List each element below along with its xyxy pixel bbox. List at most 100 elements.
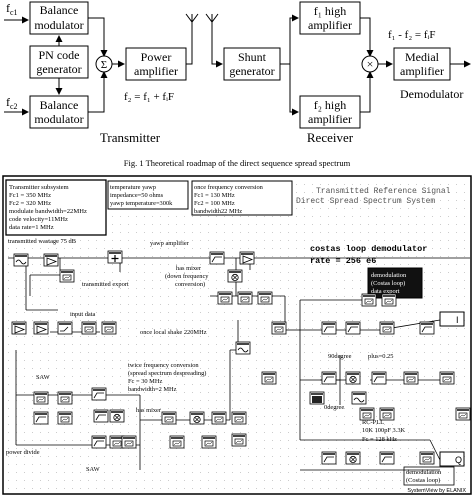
once-frequency-conversion-box	[191, 180, 293, 216]
fc1-high-amplifier-line2: amplifier	[308, 18, 352, 32]
rc-pll-values: 10K 100pF 3.3K	[362, 427, 406, 434]
shunt-generator-line1: Shunt	[238, 50, 267, 64]
sim-block-scope-icon	[257, 291, 273, 305]
demod-export-line2: (Costas loop)	[371, 280, 405, 287]
sim-block-filt-icon	[345, 321, 361, 335]
equation-difference: f₁ - f₂ = fᵢF	[388, 29, 435, 41]
temperature-impedance: impedance=50 ohms	[110, 192, 164, 199]
sim-block-osc-icon	[13, 253, 29, 267]
sum-symbol: Σ	[101, 59, 107, 71]
sim-block-filt-icon	[33, 411, 49, 425]
sim-block-scope-icon	[455, 407, 471, 421]
figure-1-caption: Fig. 1 Theoretical roadmap of the direct…	[124, 158, 351, 168]
power-amplifier-line2: amplifier	[134, 64, 178, 78]
has-mixer-line2: (down frequency	[165, 273, 209, 280]
tx-fc2: Fc2 = 320 MHz	[9, 200, 51, 207]
sim-block-mix-icon	[345, 371, 361, 385]
demod-bottom-line1: demodulation	[406, 469, 442, 476]
sim-block-osc-icon	[235, 341, 251, 355]
plus-label: plus=0.25	[368, 353, 393, 360]
tx-subsystem-title: Transmitter subsystem	[9, 184, 70, 191]
rx-antenna-icon	[205, 13, 219, 23]
sim-block-scope-icon	[161, 411, 177, 425]
saw-label-1: SAW	[36, 374, 51, 381]
once-local-shake-label: once local shake 220MHz	[140, 329, 207, 336]
sim-block-amp-icon	[11, 321, 27, 335]
sim-block-scope-icon	[57, 391, 73, 405]
has-mixer-line1: has mixer	[176, 265, 202, 272]
pn-code-line2: generator	[36, 62, 81, 76]
sim-block-scope-icon	[419, 451, 435, 465]
sim-block-mix-icon	[109, 409, 125, 423]
sim-block-scope-icon	[201, 435, 217, 449]
zero-degree-label: 0degree	[324, 404, 344, 411]
sim-block-scope-icon	[359, 407, 375, 421]
fc2-high-amplifier-box	[299, 95, 361, 129]
costas-loop-rate: rate = 256 e6	[310, 256, 376, 266]
sim-block-scope-icon	[403, 371, 419, 385]
once-freq-bw: bandwidth22 MHz	[194, 208, 242, 215]
mixer-symbol: ×	[367, 57, 374, 71]
sim-block-scope-icon	[361, 293, 377, 307]
sim-block-scope-icon	[379, 407, 395, 421]
saw-label-2: SAW	[86, 466, 101, 473]
sim-block-scope-icon	[381, 293, 397, 307]
system-title-line2: Direct Spread Spectrum System	[296, 197, 435, 206]
temperature-yawp-box	[107, 180, 189, 210]
sim-block-scope-icon	[211, 411, 227, 425]
balance-modulator-top-line2: modulator	[34, 18, 83, 32]
tx-data-rate: data rate=1 MHz	[9, 224, 54, 231]
fc1-high-amplifier-line1: f₁ high	[314, 4, 347, 18]
input-data-label: input data	[70, 311, 96, 318]
sim-block-filt-icon	[91, 387, 107, 401]
shunt-generator-line2: generator	[229, 64, 274, 78]
sim-block-filt-icon	[371, 371, 387, 385]
demod-bottom-line2: (Costas loop)	[406, 477, 440, 484]
tx-modulate-bw: modulate bandwidth=22MHz	[9, 208, 87, 215]
rc-pll-title: RC-PLL	[362, 419, 384, 426]
output-q-letter: Q	[455, 455, 462, 465]
figure-1-block-diagram: fc1 fc2 Balance modulator PN code genera…	[4, 1, 471, 168]
fc2-high-amplifier-line2: amplifier	[308, 112, 352, 126]
system-title-line1: Transmitted Reference Signal	[316, 187, 451, 196]
has-mixer-2-label: has mixer	[136, 407, 162, 414]
once-freq-title: once frequency conversion	[194, 184, 264, 191]
sim-block-filt-icon	[209, 251, 225, 265]
yawp-amplifier-label: yawp amplifier	[150, 240, 190, 247]
input-fc1-label: fc1	[6, 1, 18, 17]
systemview-footer: SystemView by ELANIX	[407, 488, 466, 494]
sim-block-scope-icon	[439, 371, 455, 385]
sim-block-scope-icon	[379, 321, 395, 335]
balance-modulator-top-line1: Balance	[40, 3, 79, 17]
sim-block-fm-icon	[309, 391, 325, 405]
tx-code-velocity: code velocity=11MHz	[9, 216, 68, 223]
sim-block-sw-icon	[57, 321, 73, 335]
power-amplifier-line1: Power	[141, 50, 172, 64]
transmitter-subsystem-box	[5, 179, 107, 236]
balance-modulator-bottom-line1: Balance	[40, 98, 79, 112]
sim-block-filt-icon	[379, 451, 395, 465]
transmitted-wastage-label: transmitted wastage 75 dB	[8, 238, 76, 245]
demod-export-line1: demodulation	[371, 272, 407, 279]
costas-loop-title: costas loop demodulator	[310, 244, 427, 254]
transmitted-export-label: transmitted export	[82, 281, 129, 288]
rc-pll-fc: Fc = 128 kHz	[362, 436, 397, 443]
sim-block-filt-icon	[321, 371, 337, 385]
sim-block-scope-icon	[237, 291, 253, 305]
sim-block-scope-icon	[231, 433, 247, 447]
tx-antenna-icon	[185, 13, 199, 23]
input-fc2-label: fc2	[6, 95, 18, 111]
demod-export-line3: data export	[371, 288, 400, 295]
output-i-box	[439, 311, 465, 327]
sim-block-scope-icon	[231, 411, 247, 425]
once-freq-fc1: Fc1 = 130 MHz	[194, 192, 235, 199]
sim-block-osc-icon	[351, 391, 367, 405]
sim-block-scope-icon	[57, 411, 73, 425]
figure-2-simulation-model: Transmitted Reference Signal Direct Spre…	[2, 175, 472, 495]
simulation-tokens	[11, 250, 471, 465]
sim-block-scope-icon	[101, 321, 117, 335]
once-freq-fc2: Fc2 = 100 MHz	[194, 200, 235, 207]
balance-modulator-bottom-line2: modulator	[34, 112, 83, 126]
power-divide-label: power divide	[6, 449, 40, 456]
balance-modulator-bottom-box	[29, 95, 89, 129]
